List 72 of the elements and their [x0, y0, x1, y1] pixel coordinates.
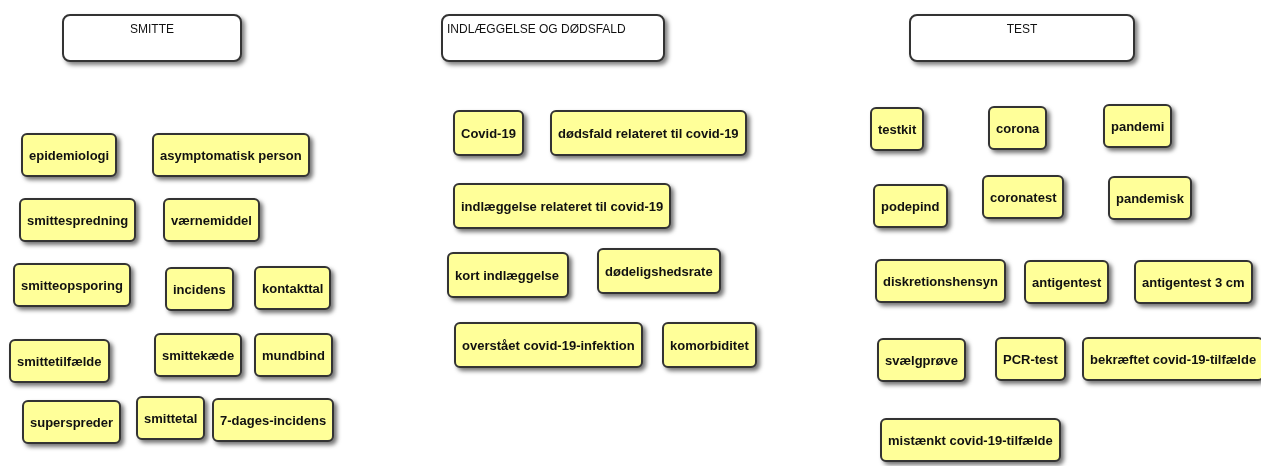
term-card	[982, 175, 1065, 219]
term-card	[453, 110, 524, 156]
term-label: epidemiologi	[29, 147, 110, 163]
term-card	[1024, 260, 1110, 304]
term-label: smittetal	[144, 410, 198, 426]
term-card	[995, 337, 1066, 381]
term-card	[254, 333, 333, 377]
term-label: mistænkt covid-19-tilfælde	[888, 432, 1053, 448]
term-label: smittekæde	[162, 347, 235, 363]
term-label: superspreder	[30, 414, 114, 430]
term-card	[988, 106, 1048, 150]
term-card	[165, 267, 234, 311]
term-label: dødsfald relateret til covid-19	[558, 125, 739, 141]
category-header-box	[62, 14, 242, 62]
term-card	[1134, 260, 1253, 304]
term-card	[1103, 104, 1173, 148]
term-label: svælgprøve	[885, 352, 958, 368]
category-title: SMITTE	[130, 22, 174, 36]
term-card	[597, 248, 721, 294]
term-card	[454, 322, 643, 368]
term-label: kort indlæggelse	[455, 267, 560, 283]
term-label: coronatest	[990, 189, 1057, 205]
term-card	[163, 198, 260, 242]
term-label: overstået covid-19-infektion	[462, 337, 635, 353]
term-label: antigentest 3 cm	[1142, 274, 1245, 290]
category-header-box	[441, 14, 665, 62]
term-label: testkit	[878, 121, 917, 137]
term-card	[453, 183, 672, 229]
term-label: smittetilfælde	[17, 353, 102, 369]
term-card	[447, 252, 569, 298]
term-card	[21, 133, 118, 177]
category-title: TEST	[1006, 22, 1038, 36]
term-card	[880, 418, 1061, 462]
term-card	[662, 322, 757, 368]
term-label: Covid-19	[461, 125, 516, 141]
term-card	[154, 333, 243, 377]
term-label: 7-dages-incidens	[220, 412, 327, 428]
term-card	[19, 198, 137, 242]
term-label: dødeligshedsrate	[605, 263, 713, 279]
term-label: værnemiddel	[171, 212, 252, 228]
term-card	[873, 184, 948, 228]
term-label: indlæggelse relateret til covid-19	[461, 198, 664, 214]
term-card	[136, 396, 206, 440]
term-label: pandemi	[1111, 118, 1165, 134]
term-card	[877, 338, 966, 382]
category-header-box	[909, 14, 1135, 62]
term-card	[1108, 176, 1192, 220]
term-card	[152, 133, 310, 177]
term-label: corona	[996, 120, 1040, 136]
term-label: diskretionshensyn	[883, 273, 998, 289]
term-card	[254, 266, 332, 310]
term-card	[22, 400, 122, 444]
term-label: komorbiditet	[670, 337, 749, 353]
term-label: smitteopsporing	[21, 277, 123, 293]
term-label: asymptomatisk person	[160, 147, 302, 163]
term-card	[9, 339, 110, 383]
category-title: INDLÆGGELSE OG DØDSFALD	[447, 22, 626, 36]
term-card	[550, 110, 747, 156]
term-label: bekræftet covid-19-tilfælde	[1090, 351, 1257, 367]
term-card	[870, 107, 925, 151]
term-label: podepind	[881, 198, 940, 214]
term-label: mundbind	[262, 347, 325, 363]
term-card	[212, 398, 335, 442]
term-label: PCR-test	[1003, 351, 1058, 367]
term-card	[1082, 337, 1261, 381]
term-card	[13, 263, 131, 307]
term-label: pandemisk	[1116, 190, 1184, 206]
term-label: incidens	[173, 281, 226, 297]
term-label: kontakttal	[262, 280, 324, 296]
term-card	[875, 259, 1006, 303]
term-label: antigentest	[1032, 274, 1102, 290]
term-label: smittespredning	[27, 212, 129, 228]
